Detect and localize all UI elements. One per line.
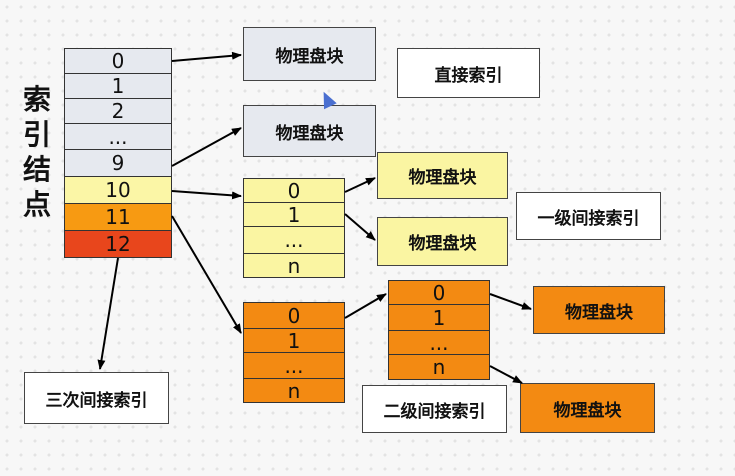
arrow-single1-to-block bbox=[344, 213, 376, 241]
index-node-label-char: 点 bbox=[22, 188, 51, 221]
single-indirect-entry-1: 1 bbox=[243, 202, 345, 227]
single-indirect-entry-n: n bbox=[243, 253, 345, 278]
double-l2-entry-n: n bbox=[388, 354, 490, 380]
index-node-label-char: 结 bbox=[22, 153, 51, 186]
physical-block-double-0: 物理盘块 bbox=[533, 286, 665, 334]
arrow-double-l2-0-to-block bbox=[489, 293, 532, 310]
arrow-entry10-to-single bbox=[171, 190, 242, 200]
direct-index-label: 直接索引 bbox=[397, 48, 540, 98]
single-indirect-entry-ellipsis: ... bbox=[243, 226, 345, 254]
physical-block-double-n: 物理盘块 bbox=[520, 383, 655, 433]
single-indirect-label: 一级间接索引 bbox=[516, 192, 661, 240]
index-entry-ellipsis: ... bbox=[64, 123, 172, 150]
index-entry-9: 9 bbox=[64, 149, 172, 177]
index-entry-0: 0 bbox=[64, 48, 172, 74]
double-l1-entry-n: n bbox=[243, 378, 345, 403]
arrow-entry11-to-double bbox=[171, 215, 242, 334]
physical-block-direct-0: 物理盘块 bbox=[243, 27, 376, 81]
triple-indirect-label: 三次间接索引 bbox=[24, 372, 169, 424]
arrow-double-l2-n-to-block bbox=[489, 365, 523, 384]
arrow-double-l1-to-l2 bbox=[344, 293, 387, 319]
physical-block-direct-9: 物理盘块 bbox=[243, 105, 376, 157]
arrow-entry12-to-triple bbox=[97, 257, 119, 370]
index-entry-11: 11 bbox=[64, 203, 172, 231]
double-l2-entry-1: 1 bbox=[388, 304, 490, 331]
physical-block-single-n: 物理盘块 bbox=[377, 217, 508, 266]
arrow-single0-to-block bbox=[344, 177, 376, 193]
physical-block-single-0: 物理盘块 bbox=[377, 152, 508, 199]
index-node-label-char: 引 bbox=[22, 118, 51, 151]
index-entry-2: 2 bbox=[64, 98, 172, 124]
index-node-label-char: 索 bbox=[22, 83, 51, 116]
double-l1-entry-1: 1 bbox=[243, 328, 345, 353]
index-node-label: 索 引 结 点 bbox=[20, 82, 54, 222]
arrow-entry0-to-block bbox=[171, 51, 242, 62]
double-indirect-label: 二级间接索引 bbox=[362, 385, 507, 433]
double-l1-entry-0: 0 bbox=[243, 302, 345, 329]
index-entry-12: 12 bbox=[64, 230, 172, 258]
double-l1-entry-ellipsis: ... bbox=[243, 352, 345, 379]
arrow-entry9-to-block bbox=[171, 127, 242, 167]
